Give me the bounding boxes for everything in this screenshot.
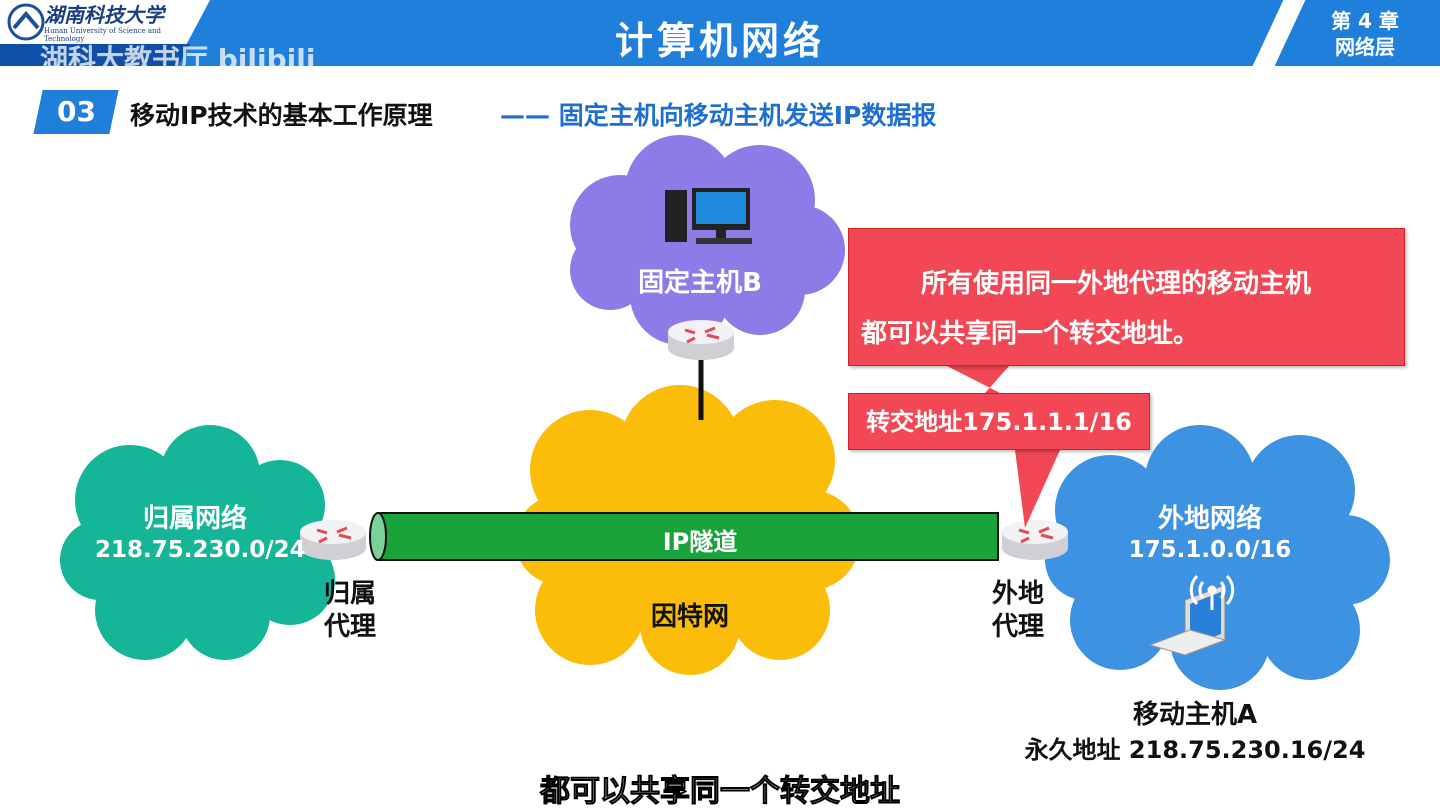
ip-tunnel [369, 512, 999, 561]
callout-main-line1: 所有使用同一外地代理的移动主机 [921, 269, 1312, 299]
university-logo-text: 湖南科技大学 Hunan University of Science and T… [44, 3, 164, 43]
course-title: 计算机网络 [614, 19, 825, 63]
home-agent-label: 归属 代理 [310, 578, 390, 644]
callout-tail-main [945, 365, 1010, 393]
video-subtitle: 都可以共享同一个转交地址 [540, 774, 901, 810]
wireless-icon [1189, 574, 1235, 610]
mobile-host-name: 移动主机A [1132, 700, 1258, 730]
home-agent-line2: 代理 [323, 612, 376, 642]
section-title: 移动IP技术的基本工作原理 [130, 101, 433, 130]
home-agent-line1: 归属 [323, 579, 376, 609]
fixed-host-label: 固定主机B [638, 268, 762, 298]
university-emblem-icon [7, 3, 45, 41]
chapter-label: 第 4 章 网络层 [1290, 0, 1440, 66]
watermark: 湖科大教书厅 bilibili [40, 43, 316, 76]
callout-main-line2: 都可以共享同一个转交地址。 [861, 319, 1200, 349]
router-icon-foreign [1002, 520, 1068, 560]
foreign-agent-line2: 代理 [991, 612, 1044, 642]
router-icon-home [300, 520, 366, 560]
tunnel-label: IP隧道 [662, 528, 738, 556]
chapter-number: 第 4 章 [1331, 9, 1399, 33]
section-subtitle: —— 固定主机向移动主机发送IP数据报 [500, 101, 937, 130]
home-network-prefix: 218.75.230.0/24 [95, 537, 306, 563]
header-bar [0, 0, 1440, 66]
internet-label: 因特网 [650, 602, 729, 632]
home-network-cloud [60, 425, 335, 660]
callout-care-of-address: 转交地址175.1.1.1/16 [848, 393, 1150, 450]
callout-tail-coa [1015, 450, 1060, 528]
callout-main: 所有使用同一外地代理的移动主机 都可以共享同一个转交地址。 [848, 228, 1405, 366]
foreign-agent-label: 外地 代理 [978, 578, 1058, 644]
router-icon-b [668, 320, 734, 360]
foreign-agent-line1: 外地 [991, 579, 1044, 609]
mobile-host-address: 永久地址 218.75.230.16/24 [1024, 736, 1366, 764]
foreign-network-name: 外地网络 [1157, 504, 1262, 534]
foreign-network-prefix: 175.1.0.0/16 [1128, 537, 1292, 563]
home-network-name: 归属网络 [142, 504, 247, 534]
computer-icon [665, 188, 752, 244]
chapter-name: 网络层 [1335, 35, 1395, 59]
logo-strip [0, 44, 190, 66]
university-logo: 湖南科技大学 Hunan University of Science and T… [0, 0, 210, 66]
